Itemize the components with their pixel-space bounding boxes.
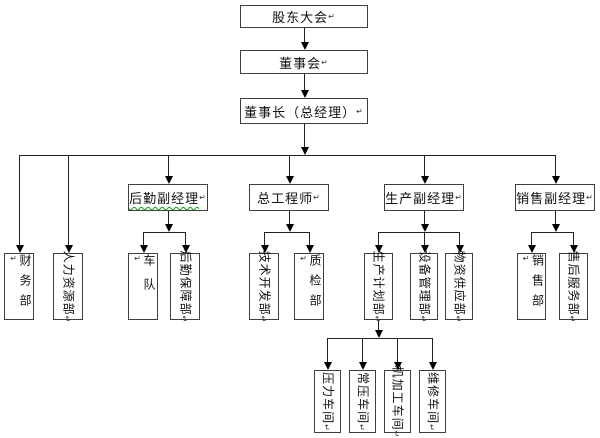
connector-drop-fleet [139, 232, 148, 253]
node-label: 质检部↵ [299, 254, 322, 314]
paragraph-mark: ↵ [356, 106, 364, 116]
paragraph-mark: ↵ [62, 315, 71, 323]
paragraph-mark: ↵ [391, 430, 401, 438]
connector-drop-quality [305, 232, 314, 253]
node-finance-dept[interactable]: 财务部↵ [4, 253, 34, 320]
node-label: 生产副经理 [385, 192, 456, 207]
node-shareholders-meeting[interactable]: 股东大会↵ [240, 5, 368, 28]
connector-workshop-rail [327, 338, 433, 339]
node-label: 常压车间↵ [355, 371, 370, 432]
node-logistics-deputy-manager[interactable]: 后勤副经理↵ [128, 184, 208, 211]
node-fleet[interactable]: 车队↵ [128, 253, 158, 320]
paragraph-mark: ↵ [299, 254, 308, 271]
connector-main-rail [19, 155, 556, 156]
node-label: 销售副经理 [516, 192, 587, 207]
node-label: 车队↵ [133, 254, 156, 302]
node-label: 总工程师 [257, 192, 314, 207]
node-logistics-support-dept[interactable]: 后勤保障部↵ [170, 250, 200, 323]
connector-chief-engineer-stem [285, 211, 294, 232]
paragraph-mark: ↵ [133, 254, 142, 275]
connector-production-rail [378, 232, 460, 233]
connector-shareholders-to-board [300, 28, 309, 50]
paragraph-mark: ↵ [418, 315, 427, 323]
connector-sales-stem [551, 211, 560, 232]
node-label: 销售部↵ [521, 254, 545, 314]
node-normal-pressure-workshop[interactable]: 常压车间↵ [349, 370, 376, 433]
paragraph-mark: ↵ [9, 254, 18, 271]
paragraph-mark: ↵ [321, 423, 331, 432]
connector-drop-pressure-workshop [323, 338, 332, 370]
node-label: 生产计划部↵ [371, 250, 386, 323]
connector-drop-production-manager [420, 155, 429, 184]
connector-drop-materials [455, 232, 464, 253]
connector-drop-sales-manager [551, 155, 560, 184]
paragraph-mark: ↵ [328, 12, 336, 21]
connector-drop-after-sales [569, 232, 578, 253]
paragraph-mark: ↵ [455, 193, 463, 202]
node-production-planning-dept[interactable]: 生产计划部↵ [364, 250, 393, 323]
node-production-deputy-manager[interactable]: 生产副经理↵ [384, 184, 464, 211]
node-quality-inspection-dept[interactable]: 质检部↵ [294, 253, 324, 320]
connector-drop-hr [64, 155, 73, 253]
node-label: 售后服务部↵ [566, 250, 581, 323]
connector-drop-logistics-manager [164, 155, 173, 184]
paragraph-mark: ↵ [426, 423, 436, 432]
node-chief-engineer[interactable]: 总工程师↵ [249, 184, 329, 211]
paragraph-mark: ↵ [356, 423, 366, 432]
node-board-of-directors[interactable]: 董事会↵ [240, 50, 368, 74]
connector-drop-logistics-support [181, 232, 190, 253]
node-label: 股东大会 [272, 11, 329, 26]
node-chairman-general-manager[interactable]: 董事长（总经理）↵ [240, 98, 368, 124]
node-label: 财务部↵ [9, 254, 32, 314]
node-label: 压力车间↵ [320, 371, 335, 432]
node-after-sales-service-dept[interactable]: 售后服务部↵ [559, 250, 588, 323]
node-pressure-workshop[interactable]: 压力车间↵ [314, 370, 341, 433]
node-label: 设备管理部↵ [417, 250, 431, 323]
node-materials-supply-dept[interactable]: 物资供应部↵ [445, 250, 473, 323]
node-tech-development-dept[interactable]: 技术开发部↵ [249, 250, 279, 323]
connector-chief-engineer-rail [264, 232, 310, 233]
node-label: 机加工车间↵ [390, 365, 405, 438]
paragraph-mark: ↵ [567, 315, 577, 323]
connector-drop-machining-workshop [393, 338, 402, 370]
connector-drop-production-planning [374, 232, 383, 253]
node-label: 后勤保障部↵ [178, 250, 192, 323]
node-label: 物资供应部↵ [452, 250, 466, 323]
node-machining-workshop[interactable]: 机加工车间↵ [384, 365, 411, 438]
connector-logistics-rail [143, 232, 186, 233]
connector-sales-rail [531, 232, 574, 233]
node-sales-deputy-manager[interactable]: 销售副经理↵ [515, 184, 595, 211]
paragraph-mark: ↵ [199, 193, 207, 202]
node-label: 董事会 [279, 56, 322, 72]
node-label: 人力资源部↵ [61, 250, 75, 323]
node-equipment-management-dept[interactable]: 设备管理部↵ [410, 250, 438, 323]
connector-drop-normal-pressure-workshop [358, 338, 367, 370]
paragraph-mark: ↵ [258, 315, 267, 323]
connector-drop-maintenance-workshop [428, 338, 437, 370]
paragraph-mark: ↵ [521, 254, 531, 271]
connector-board-to-chairman [300, 74, 309, 98]
paragraph-mark: ↵ [586, 193, 594, 202]
node-label: 后勤副经理 [129, 192, 200, 207]
connector-chairman-stem [300, 124, 309, 155]
node-label: 技术开发部↵ [257, 250, 271, 323]
connector-production-stem [420, 211, 429, 232]
node-maintenance-workshop[interactable]: 维修车间↵ [419, 370, 446, 433]
paragraph-mark: ↵ [372, 315, 382, 323]
paragraph-mark: ↵ [313, 193, 321, 202]
paragraph-mark: ↵ [179, 315, 188, 323]
connector-drop-chief-engineer [285, 155, 294, 184]
connector-drop-tech-dev [260, 232, 269, 253]
node-sales-dept[interactable]: 销售部↵ [517, 253, 546, 320]
node-label: 维修车间↵ [425, 371, 440, 432]
connector-drop-sales-dept [527, 232, 536, 253]
connector-drop-finance [15, 155, 24, 253]
connector-production-planning-stem [374, 320, 383, 338]
connector-logistics-stem [164, 211, 173, 232]
paragraph-mark: ↵ [321, 57, 329, 67]
node-hr-dept[interactable]: 人力资源部↵ [53, 250, 83, 323]
paragraph-mark: ↵ [453, 315, 462, 323]
node-label: 董事长（总经理） [244, 105, 357, 121]
connector-drop-equipment [420, 232, 429, 253]
